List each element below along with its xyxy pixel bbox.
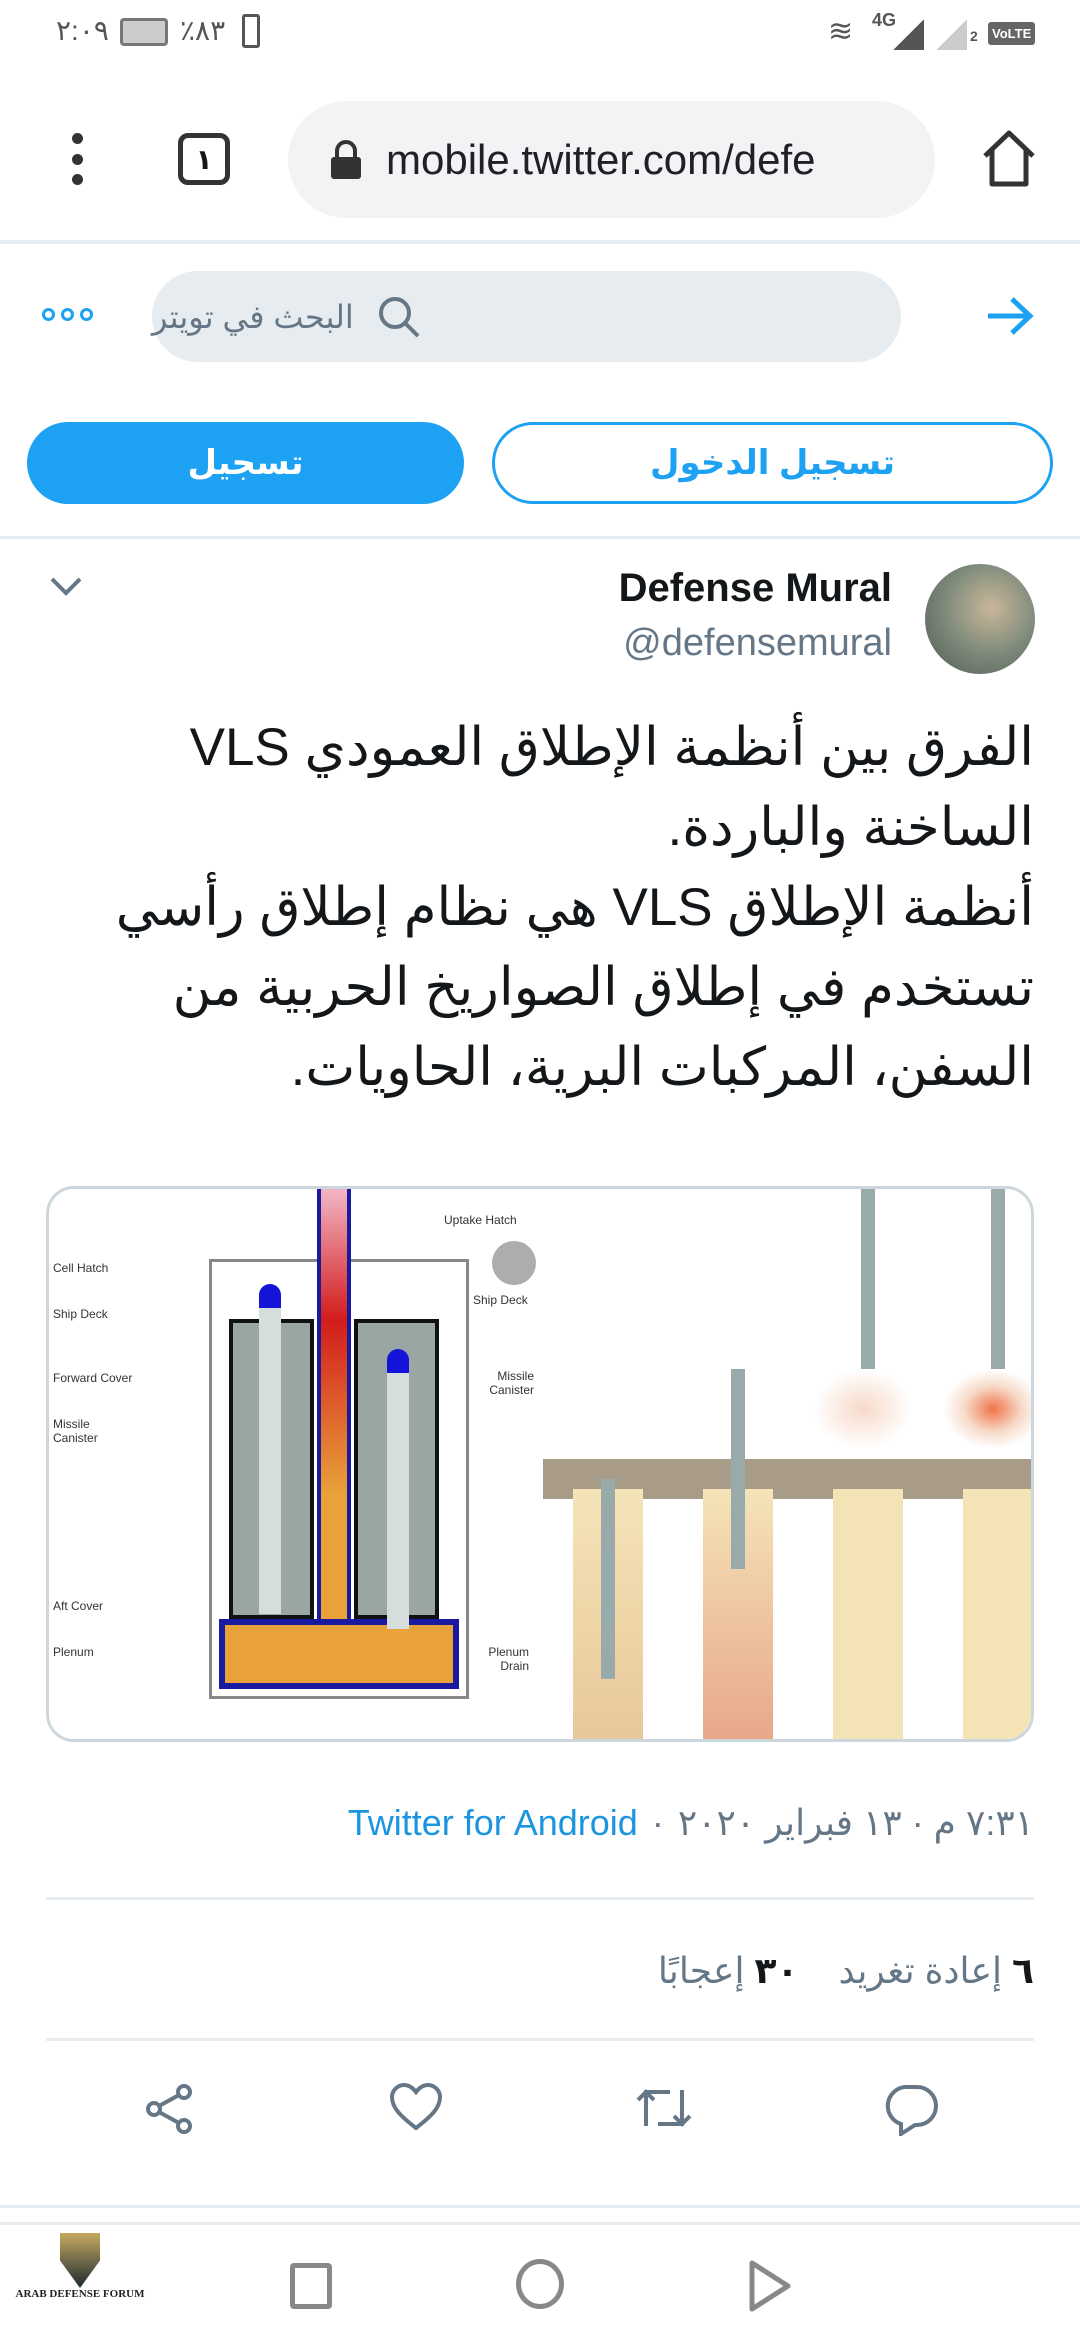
hot-launch-diagram[interactable]: Uptake Hatch Cell Hatch Ship Deck Ship D… — [49, 1189, 540, 1739]
diagram-label: Missile Canister — [489, 1369, 534, 1397]
tweet-text-line: الفرق بين أنظمة الإطلاق العمودي VLS — [189, 718, 1034, 777]
tweet-media[interactable]: Uptake Hatch Cell Hatch Ship Deck Ship D… — [46, 1186, 1034, 1742]
volte-badge: VoLTE — [988, 22, 1036, 45]
arrow-forward-icon[interactable] — [986, 296, 1034, 336]
divider — [0, 536, 1080, 539]
divider — [0, 2205, 1080, 2208]
retweets-count: ٦ — [1012, 1950, 1034, 1991]
tweet-text: الفرق بين أنظمة الإطلاق العمودي VLS السا… — [74, 708, 1034, 1108]
divider — [0, 240, 1080, 244]
like-icon[interactable] — [389, 2082, 443, 2132]
handle[interactable]: @defensemural — [623, 622, 892, 664]
home-icon[interactable] — [980, 128, 1038, 188]
status-bar: ٢:٠٩ ٪٨٣ ≋ 4G 2 VoLTE — [0, 0, 1080, 72]
edit-icon[interactable] — [492, 1241, 536, 1285]
more-options-button[interactable] — [42, 308, 93, 321]
likes-stat[interactable]: ٣٠ إعجابًا — [658, 1950, 799, 1992]
divider — [46, 2038, 1034, 2041]
retweets-label: إعادة تغريد — [838, 1950, 1002, 1991]
vibrate-icon — [242, 14, 260, 48]
watermark-title: ARAB DEFENSE FORUM — [15, 2288, 145, 2300]
diagram-label: Plenum — [53, 1645, 94, 1659]
diagram-label: Ship Deck — [473, 1293, 528, 1307]
address-bar[interactable]: mobile.twitter.com/defe — [288, 101, 935, 218]
battery-percent: ٪٨٣ — [180, 15, 226, 46]
signal-sim2-icon — [935, 20, 967, 50]
diagram-label: Uptake Hatch — [444, 1213, 517, 1227]
timestamp[interactable]: ٧:٣١ م · ١٣ فبراير ٢٠٢٠ — [677, 1802, 1034, 1843]
diagram-label: Missile Canister — [53, 1417, 98, 1445]
likes-count: ٣٠ — [754, 1950, 799, 1991]
search-input[interactable]: البحث في تويتر — [152, 271, 901, 362]
android-nav-bar: ARAB DEFENSE FORUM — [0, 2222, 1080, 2340]
meta-separator: · — [651, 1802, 664, 1843]
likes-label: إعجابًا — [657, 1950, 745, 1991]
chevron-down-icon[interactable] — [48, 574, 84, 598]
signup-button[interactable]: تسجيل — [27, 422, 464, 504]
divider — [46, 1897, 1034, 1900]
tweet-text-line: تستخدم في إطلاق الصواريخ الحربية من — [172, 958, 1034, 1017]
back-button[interactable] — [748, 2259, 792, 2313]
diagram-label: Forward Cover — [53, 1371, 133, 1385]
diagram-label: Cell Hatch — [53, 1261, 109, 1275]
source-link[interactable]: Twitter for Android — [347, 1802, 638, 1843]
home-nav-button[interactable] — [516, 2259, 564, 2309]
signal-icon — [892, 20, 924, 50]
diagram-label: Aft Cover — [53, 1599, 104, 1613]
tweet-text-line: السفن، المركبات البرية، الحاويات. — [290, 1038, 1034, 1097]
tweet-text-line: أنظمة الإطلاق VLS هي نظام إطلاق رأسي — [115, 878, 1034, 937]
retweet-icon[interactable] — [634, 2082, 694, 2134]
network-type: 4G — [872, 10, 897, 30]
tweet-text-line: الساخنة والباردة. — [667, 798, 1035, 857]
login-button[interactable]: تسجيل الدخول — [492, 422, 1053, 504]
share-icon[interactable] — [142, 2082, 196, 2136]
url-text: mobile.twitter.com/defe — [386, 135, 816, 183]
search-placeholder: البحث في تويتر — [152, 298, 354, 335]
display-name[interactable]: Defense Mural — [618, 566, 892, 610]
diagram-label: Plenum Drain — [488, 1645, 529, 1673]
recents-button[interactable] — [290, 2263, 332, 2309]
avatar[interactable] — [925, 564, 1035, 674]
browser-menu-button[interactable] — [70, 133, 84, 185]
wifi-icon: ≋ — [828, 15, 854, 48]
lock-icon — [331, 139, 361, 179]
retweets-stat[interactable]: ٦ إعادة تغريد — [838, 1950, 1034, 1992]
tweet-meta: ٧:٣١ م · ١٣ فبراير ٢٠٢٠ · Twitter for An… — [348, 1802, 1034, 1844]
search-icon — [378, 296, 420, 337]
sim2-label: 2 — [970, 28, 978, 44]
watermark-logo: ARAB DEFENSE FORUM — [10, 2233, 150, 2343]
diagram-label: Ship Deck — [53, 1307, 108, 1321]
cold-launch-diagram[interactable] — [543, 1189, 1031, 1739]
reply-icon[interactable] — [883, 2082, 939, 2136]
tweet-stats: ٦ إعادة تغريد ٣٠ إعجابًا — [658, 1950, 1034, 1992]
clock: ٢:٠٩ — [56, 15, 109, 46]
battery-saver-icon — [120, 18, 168, 46]
tab-switcher-button[interactable]: ١ — [178, 133, 230, 185]
